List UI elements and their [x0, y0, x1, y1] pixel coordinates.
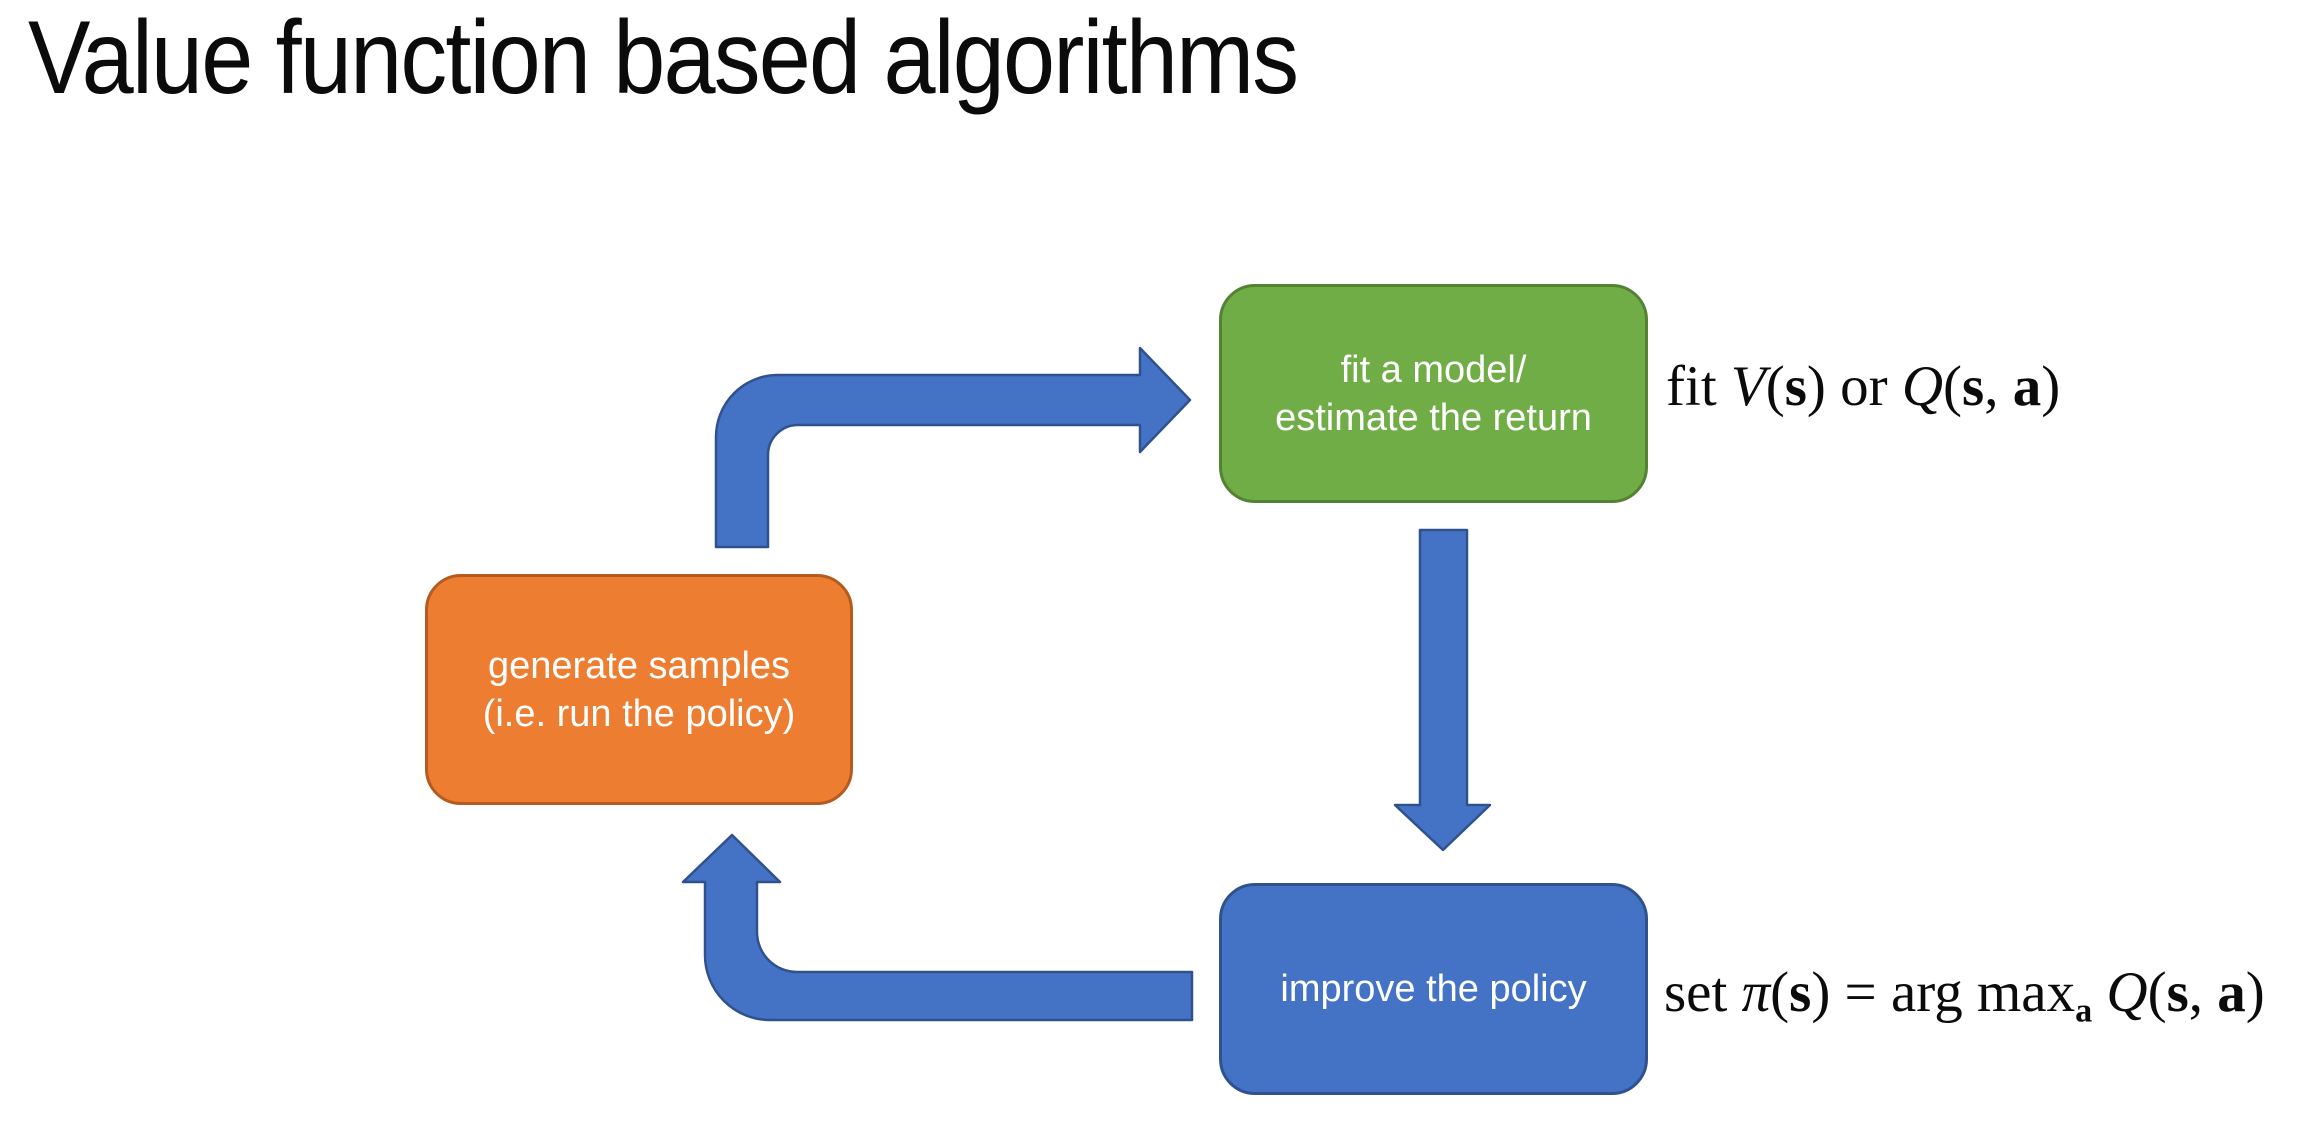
box-generate-samples: generate samples (i.e. run the policy) — [425, 574, 853, 805]
annotation-set-policy: set π(s) = arg maxa Q(s, a) — [1664, 961, 2265, 1030]
math-token: ( — [1770, 961, 1790, 1024]
math-token: ( — [1943, 355, 1963, 418]
math-token: , — [1984, 355, 2013, 418]
math-token: ) — [1806, 355, 1826, 418]
math-token: a — [2012, 355, 2042, 418]
box-fit-model-line2: estimate the return — [1275, 396, 1592, 439]
box-fit-model-line1: fit a model/ — [1340, 348, 1527, 391]
box-improve-policy-line1: improve the policy — [1280, 968, 1587, 1010]
math-token: π — [1741, 961, 1771, 1024]
math-token: V — [1730, 355, 1766, 418]
math-token: s — [1789, 961, 1812, 1024]
math-token: ) = arg max — [1811, 961, 2076, 1024]
math-token: ) — [2041, 355, 2061, 418]
math-token: fit — [1666, 355, 1731, 418]
math-token: Q — [1901, 355, 1944, 418]
math-token: ) — [2245, 961, 2265, 1024]
math-token: s — [1784, 355, 1807, 418]
math-token: or — [1825, 355, 1902, 418]
math-token: ( — [2147, 961, 2167, 1024]
annotation-fit-value: fit V(s) or Q(s, a) — [1666, 355, 2061, 419]
math-token: s — [1962, 355, 1985, 418]
math-token: a — [2075, 992, 2093, 1030]
box-improve-policy: improve the policy — [1219, 883, 1648, 1095]
math-token: s — [2166, 961, 2189, 1024]
math-token: Q — [2092, 961, 2148, 1024]
box-fit-model: fit a model/ estimate the return — [1219, 284, 1648, 503]
math-token: ( — [1765, 355, 1785, 418]
arrow-fit-to-improve — [1393, 528, 1492, 852]
arrow-samples-to-fit — [714, 346, 1192, 549]
math-token: set — [1664, 961, 1742, 1024]
math-token: , — [2188, 961, 2218, 1024]
slide-title: Value function based algorithms — [28, 0, 1299, 116]
box-generate-samples-line2: (i.e. run the policy) — [482, 692, 796, 735]
math-token: a — [2217, 961, 2246, 1024]
arrow-improve-to-samples — [681, 833, 1194, 1022]
box-generate-samples-line1: generate samples — [487, 644, 791, 687]
